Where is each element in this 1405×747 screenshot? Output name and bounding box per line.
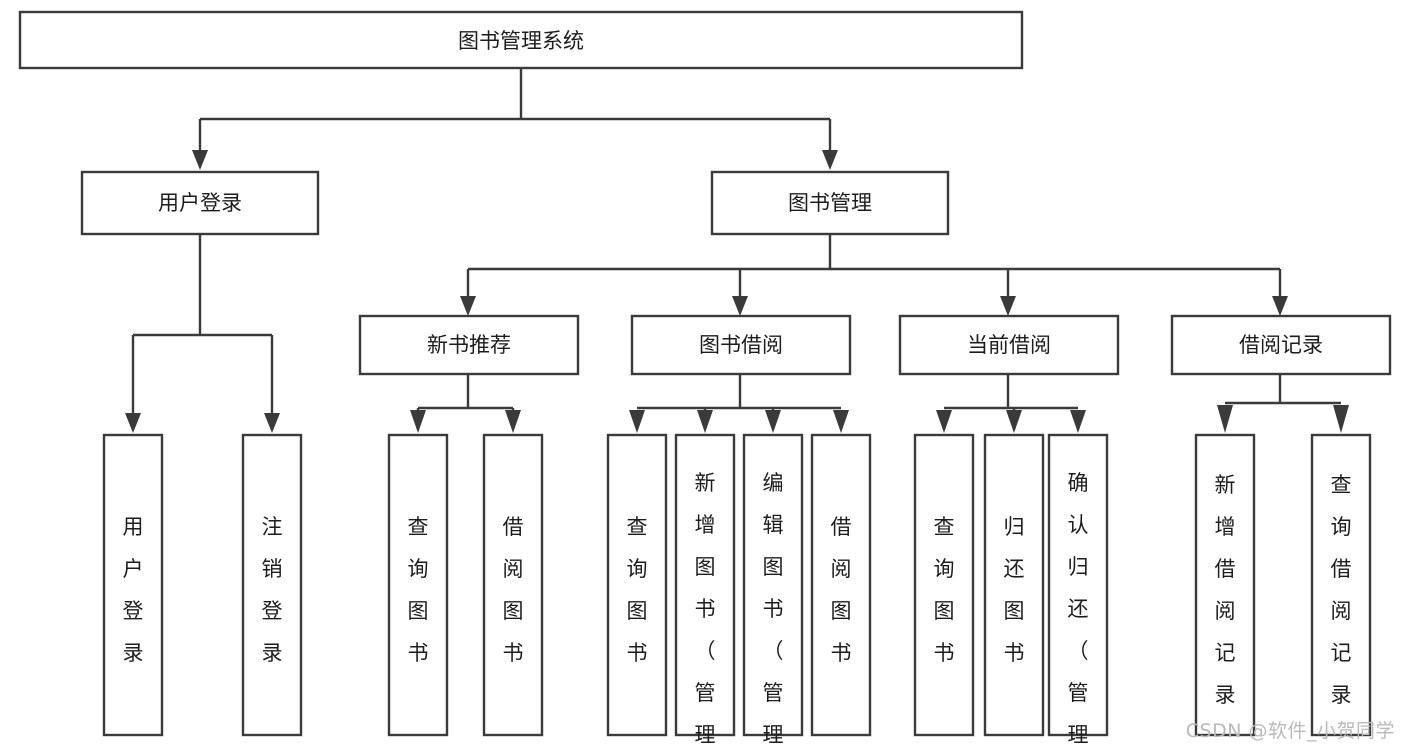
node-borrow-record-label: 借阅记录	[1239, 333, 1323, 357]
leaf-user-login-0-label: 用户登录	[123, 515, 144, 665]
leaf-book-borrow-0[interactable]: 查询图书	[606, 433, 668, 737]
leaf-book-borrow-3[interactable]: 借阅图书	[810, 433, 872, 737]
node-root-label: 图书管理系统	[458, 29, 584, 53]
leaf-borrow-record-1-label: 查询借阅记录	[1331, 473, 1352, 707]
leaf-current-borrow-2-label: 确认归还（管理员）	[1068, 471, 1089, 747]
arrow-root-to-user-login	[192, 150, 208, 170]
leaf-borrow-record-1-box[interactable]	[1310, 433, 1372, 737]
leaf-user-login-0[interactable]: 用户登录	[102, 433, 164, 737]
node-root[interactable]: 图书管理系统	[18, 10, 1024, 70]
leaf-book-borrow-2-box[interactable]	[742, 433, 804, 737]
node-book-borrow[interactable]: 图书借阅	[630, 314, 852, 376]
leaf-new-book-1[interactable]: 借阅图书	[482, 433, 544, 737]
leaf-book-borrow-1-box[interactable]	[674, 433, 736, 737]
node-current-borrow[interactable]: 当前借阅	[898, 314, 1120, 376]
leaf-borrow-record-0-box[interactable]	[1194, 433, 1256, 737]
leaf-current-borrow-1-label: 归还图书	[1004, 515, 1025, 665]
node-book-borrow-label: 图书借阅	[699, 333, 783, 357]
node-book-management-box[interactable]	[710, 170, 950, 236]
arrow-new-to-leaf1	[505, 410, 521, 433]
node-current-borrow-label: 当前借阅	[967, 333, 1051, 357]
leaf-current-borrow-1[interactable]: 归还图书	[983, 433, 1045, 737]
leaf-book-borrow-2-label: 编辑图书（管理员）	[763, 471, 784, 747]
arrow-borrow-to-leaf3	[833, 410, 849, 433]
leaf-new-book-0-box[interactable]	[387, 433, 449, 737]
node-borrow-record[interactable]: 借阅记录	[1170, 314, 1392, 376]
arrow-userlogin-to-leaf1	[264, 413, 280, 433]
node-new-book-recommend-box[interactable]	[358, 314, 580, 376]
leaf-book-borrow-2[interactable]: 编辑图书（管理员）	[742, 433, 804, 747]
leaf-user-login-1-box[interactable]	[241, 433, 303, 737]
node-book-management[interactable]: 图书管理	[710, 170, 950, 236]
leaf-user-login-0-box[interactable]	[102, 433, 164, 737]
arrow-bookmgmt-to-borrow	[732, 296, 748, 316]
leaf-new-book-1-box[interactable]	[482, 433, 544, 737]
leaf-book-borrow-3-label: 借阅图书	[831, 515, 852, 665]
leaf-current-borrow-0-box[interactable]	[913, 433, 975, 737]
node-new-book-recommend-label: 新书推荐	[427, 333, 511, 357]
leaf-new-book-0[interactable]: 查询图书	[387, 433, 449, 737]
arrow-bookmgmt-to-new	[460, 296, 476, 316]
arrow-current-to-leaf0	[936, 410, 952, 433]
leaf-new-book-1-label: 借阅图书	[503, 515, 524, 665]
node-current-borrow-box[interactable]	[898, 314, 1120, 376]
leaf-new-book-0-label: 查询图书	[408, 515, 429, 665]
arrow-bookmgmt-to-current	[1000, 296, 1016, 316]
leaf-current-borrow-0-label: 查询图书	[934, 515, 955, 665]
leaf-borrow-record-0[interactable]: 新增借阅记录	[1194, 433, 1256, 737]
leaf-book-borrow-1[interactable]: 新增图书（管理员）	[674, 433, 736, 747]
leaf-borrow-record-0-label: 新增借阅记录	[1215, 473, 1236, 707]
arrow-borrow-to-leaf1	[697, 410, 713, 433]
leaf-book-borrow-0-box[interactable]	[606, 433, 668, 737]
node-borrow-record-box[interactable]	[1170, 314, 1392, 376]
arrow-borrow-to-leaf2	[765, 410, 781, 433]
leaf-book-borrow-1-label: 新增图书（管理员）	[695, 471, 716, 747]
arrow-new-to-leaf0	[410, 410, 426, 433]
node-book-borrow-box[interactable]	[630, 314, 852, 376]
arrow-root-to-book-mgmt	[822, 150, 838, 170]
leaf-current-borrow-0[interactable]: 查询图书	[913, 433, 975, 737]
arrow-record-to-leaf1	[1333, 405, 1349, 433]
node-user-login-label: 用户登录	[158, 191, 242, 215]
leaf-user-login-1-label: 注销登录	[262, 515, 283, 665]
watermark-text: CSDN @软件_小贺同学	[1185, 720, 1395, 742]
node-new-book-recommend[interactable]: 新书推荐	[358, 314, 580, 376]
node-user-login-box[interactable]	[80, 170, 320, 236]
arrow-borrow-to-leaf0	[629, 410, 645, 433]
leaf-book-borrow-3-box[interactable]	[810, 433, 872, 737]
arrow-current-to-leaf2	[1070, 410, 1086, 433]
arrow-current-to-leaf1	[1006, 410, 1022, 433]
leaf-borrow-record-1[interactable]: 查询借阅记录	[1310, 433, 1372, 737]
arrow-userlogin-to-leaf0	[125, 413, 141, 433]
connector-group	[125, 68, 1349, 433]
arrow-record-to-leaf0	[1217, 405, 1233, 433]
leaf-current-borrow-2-box[interactable]	[1047, 433, 1109, 737]
node-book-management-label: 图书管理	[788, 191, 872, 215]
leaf-book-borrow-0-label: 查询图书	[627, 515, 648, 665]
leaf-user-login-1[interactable]: 注销登录	[241, 433, 303, 737]
node-root-box[interactable]	[18, 10, 1024, 70]
leaf-current-borrow-1-box[interactable]	[983, 433, 1045, 737]
node-user-login[interactable]: 用户登录	[80, 170, 320, 236]
arrow-bookmgmt-to-record	[1272, 296, 1288, 316]
leaf-current-borrow-2[interactable]: 确认归还（管理员）	[1047, 433, 1109, 747]
